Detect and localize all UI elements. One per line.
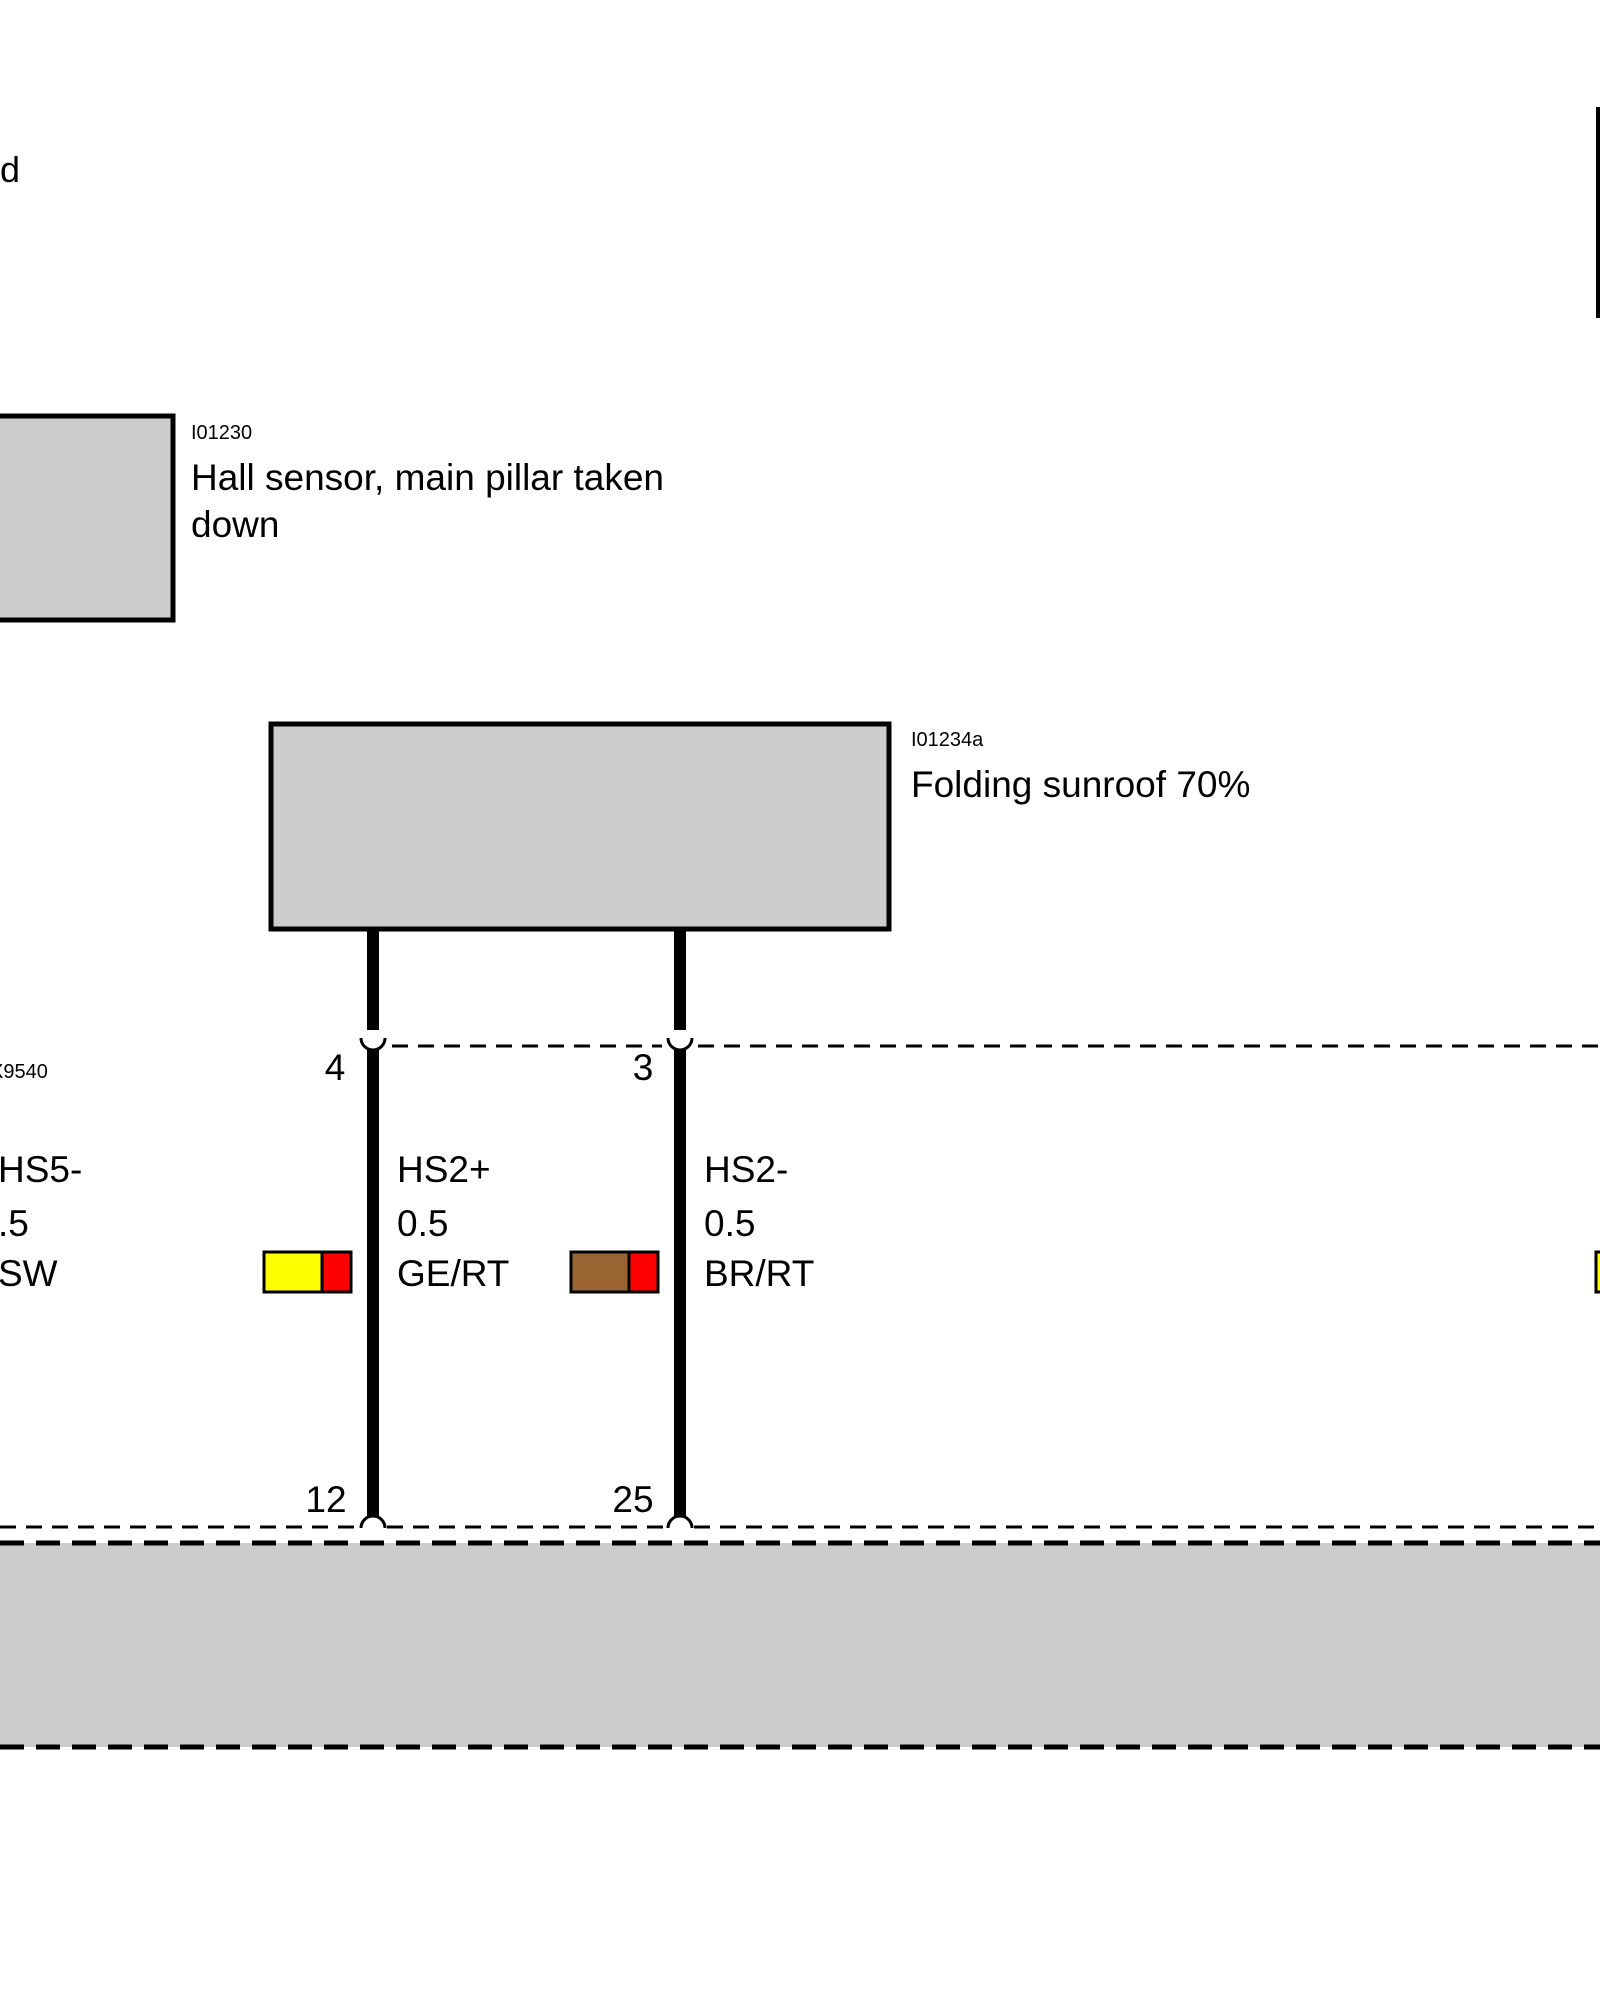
swatch-stripe-color bbox=[320, 1250, 353, 1294]
wire-left-signal: HS5- bbox=[0, 1149, 82, 1190]
folding-sunroof-box[interactable] bbox=[268, 721, 892, 932]
connector-pin-socket bbox=[666, 1514, 694, 1529]
control-unit-box[interactable] bbox=[0, 1543, 1600, 1747]
wire-left-gauge: .5 bbox=[0, 1203, 29, 1244]
swatch-main-color bbox=[262, 1250, 324, 1294]
swatch-main-color bbox=[569, 1250, 631, 1294]
connector-pin-socket bbox=[666, 1037, 694, 1052]
hall-sensor-name-line2: down bbox=[191, 504, 279, 545]
wire-hs2-minus-gauge: 0.5 bbox=[704, 1203, 755, 1244]
pin-number-top-hs2-plus: 4 bbox=[325, 1047, 346, 1088]
wire-hs2-minus-signal: HS2- bbox=[704, 1149, 788, 1190]
swatch-stripe-color bbox=[627, 1250, 660, 1294]
partial-top-text: d bbox=[0, 149, 20, 190]
connector-pin-socket bbox=[359, 1514, 387, 1529]
wire-hs2-plus-gauge: 0.5 bbox=[397, 1203, 448, 1244]
wire-hs2-plus-signal: HS2+ bbox=[397, 1149, 491, 1190]
hall-sensor-name-line1: Hall sensor, main pillar taken bbox=[191, 457, 664, 498]
folding-sunroof-id: I01234a bbox=[911, 729, 984, 751]
pin-number-bottom-hs2-minus: 25 bbox=[612, 1479, 653, 1520]
color-swatch-hs2-minus bbox=[569, 1250, 660, 1294]
pin-number-top-hs2-minus: 3 bbox=[633, 1047, 654, 1088]
wire-left-color-code: SW bbox=[0, 1253, 58, 1294]
hall-sensor-id: I01230 bbox=[191, 422, 252, 444]
connector-left-id: X9540 bbox=[0, 1061, 48, 1083]
connector-pin-socket bbox=[359, 1037, 387, 1052]
color-swatch-right-partial bbox=[1594, 1250, 1600, 1294]
color-swatch-hs2-plus bbox=[262, 1250, 353, 1294]
folding-sunroof-name: Folding sunroof 70% bbox=[911, 764, 1250, 805]
hall-sensor-box[interactable] bbox=[0, 413, 176, 623]
pin-number-bottom-hs2-plus: 12 bbox=[305, 1479, 346, 1520]
wire-hs2-plus-color-code: GE/RT bbox=[397, 1253, 509, 1294]
wire-hs2-minus-color-code: BR/RT bbox=[704, 1253, 814, 1294]
